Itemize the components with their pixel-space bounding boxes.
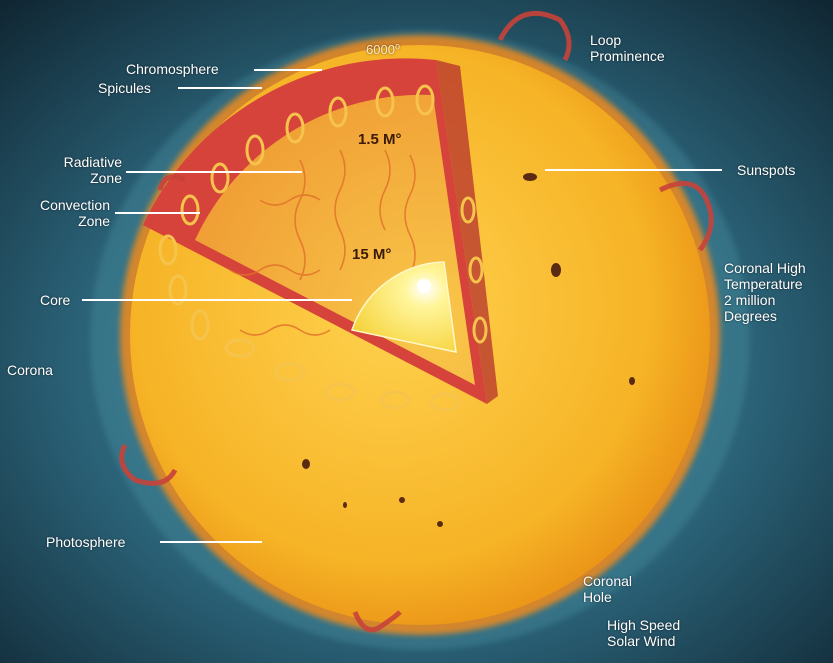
sunspot-icon bbox=[523, 173, 537, 181]
surface-temperature: 6000⁰ bbox=[366, 42, 400, 58]
label-coronal-hole: Coronal Hole bbox=[583, 573, 632, 605]
sunspot-icon bbox=[302, 459, 310, 469]
core-hotspot bbox=[417, 279, 431, 293]
label-photosphere: Photosphere bbox=[46, 534, 125, 550]
sunspot-icon bbox=[551, 263, 561, 277]
core-temperature: 15 M° bbox=[352, 246, 391, 263]
label-chromosphere: Chromosphere bbox=[126, 61, 219, 77]
label-loop-prominence: Loop Prominence bbox=[590, 32, 665, 64]
label-core: Core bbox=[40, 292, 70, 308]
label-corona: Corona bbox=[7, 362, 53, 378]
sunspot-icon bbox=[399, 497, 405, 503]
label-coronal-high-temperature: Coronal High Temperature 2 million Degre… bbox=[724, 260, 806, 324]
label-convection-zone: Convection Zone bbox=[20, 197, 110, 229]
label-radiative-zone: Radiative Zone bbox=[48, 154, 122, 186]
radiative-temperature: 1.5 M° bbox=[358, 131, 402, 148]
label-spicules: Spicules bbox=[98, 80, 151, 96]
label-sunspots: Sunspots bbox=[737, 162, 795, 178]
sunspot-icon bbox=[629, 377, 635, 385]
sunspot-icon bbox=[343, 502, 347, 508]
sunspot-icon bbox=[437, 521, 443, 527]
label-high-speed-solar-wind: High Speed Solar Wind bbox=[607, 617, 680, 649]
